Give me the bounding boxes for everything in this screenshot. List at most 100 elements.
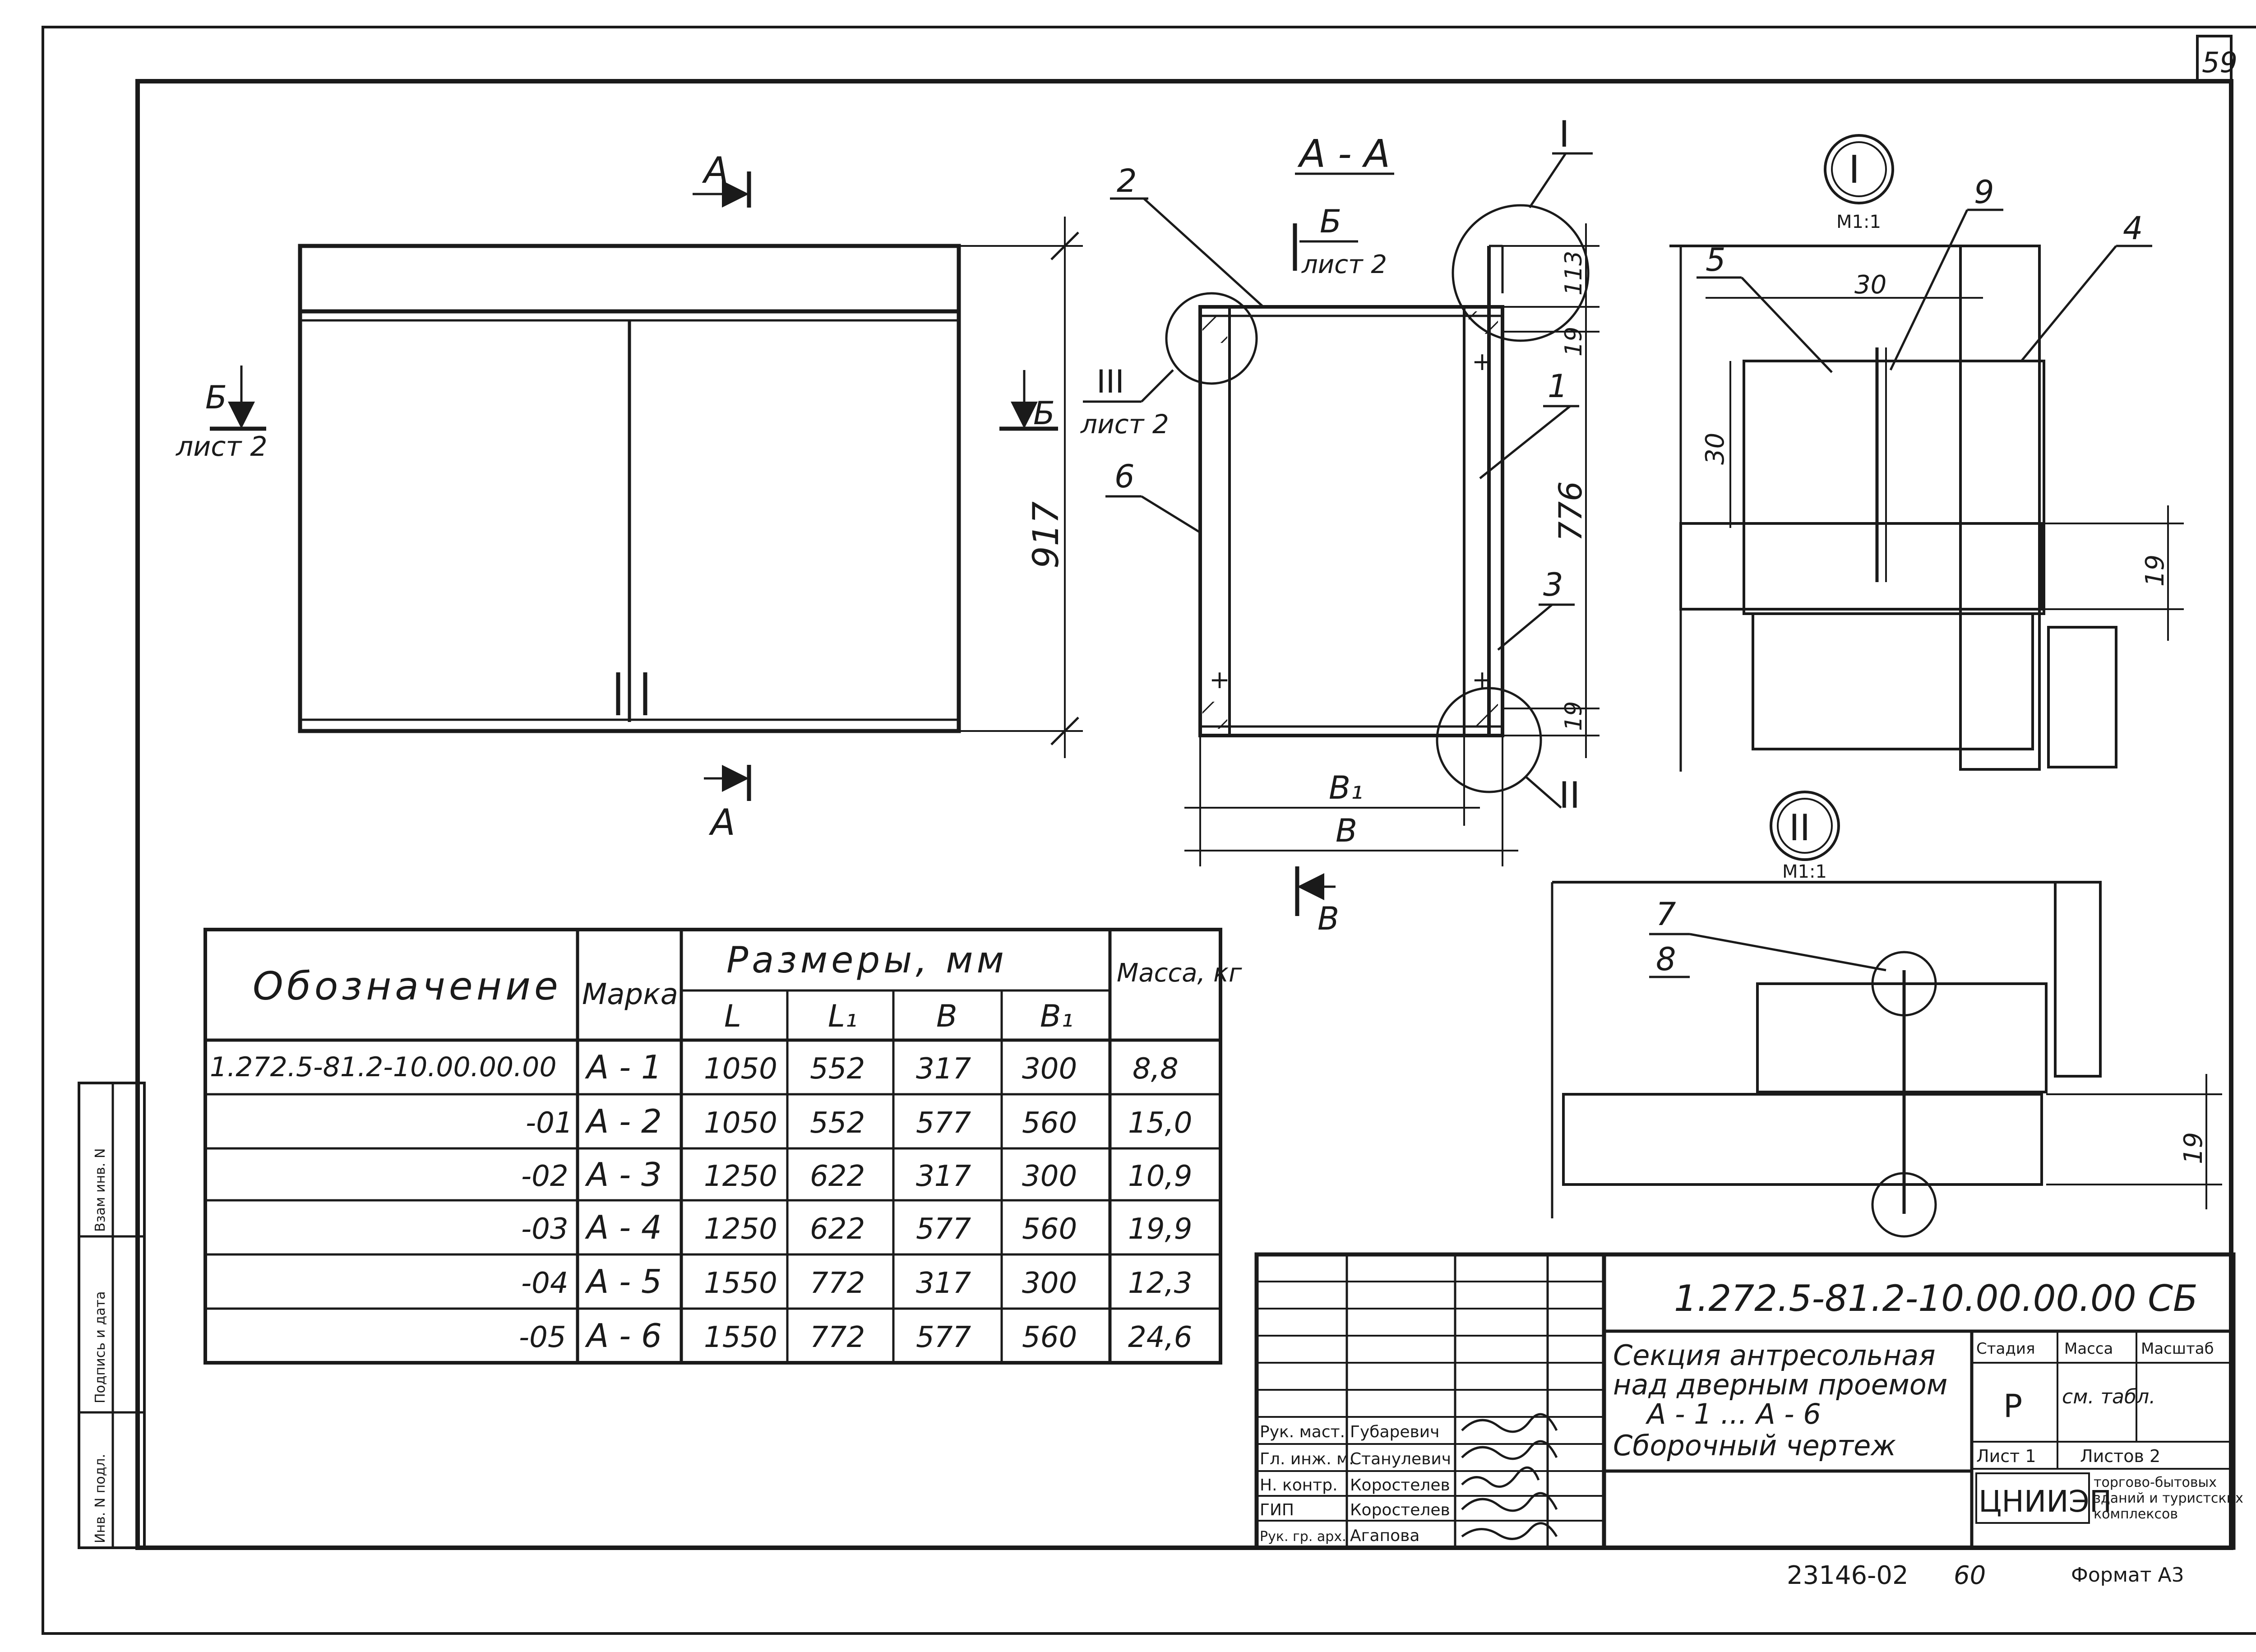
footer-page: 60 [1954,1561,1986,1590]
row-mass: 19,9 [1128,1212,1193,1246]
detail-ii-item-7: 7 [1656,896,1676,933]
footer-format: Формат А3 [2071,1564,2184,1587]
row-designation: -02 [521,1160,569,1193]
table-row: -02 А - 3 1250 622 317 300 10,9 [521,1156,1193,1194]
spec-table: Обозначение Марка Размеры, мм Масса, кг … [203,928,1242,1365]
detail-i-dim-30-v: 30 [1701,433,1730,465]
row-l1: 772 [810,1321,865,1354]
section-dim-113: 113 [1560,251,1587,296]
title-mass-label: Масса [2064,1340,2113,1358]
title-scale-label: Масштаб [2141,1340,2214,1358]
front-section-a-bottom: А [708,801,735,843]
section-roman-i: I [1559,113,1570,155]
row-l: 1050 [704,1052,777,1086]
row-mark: А - 3 [585,1156,662,1194]
title-stage: Р [2003,1388,2022,1425]
detail-ii-scale: М1:1 [1782,861,1827,882]
role-name: Агапова [1350,1527,1419,1545]
row-mass: 8,8 [1133,1052,1179,1086]
section-callout-b-bottom: В [1318,900,1339,937]
row-b: 317 [916,1052,971,1086]
row-designation: 1.272.5-81.2-10.00.00.00 [210,1051,557,1083]
row-l: 1550 [704,1267,777,1300]
side-stamp-inv-label: Инв. N подл. [92,1454,108,1543]
row-l1: 772 [810,1267,865,1300]
title-line-4: Сборочный чертеж [1613,1429,1896,1462]
table-header-sizes: Размеры, мм [726,939,1008,981]
detail-i-item-4: 4 [2123,210,2143,247]
role-name: Коростелев [1350,1476,1450,1495]
role-label: Гл. инж. м. [1260,1450,1354,1468]
row-b1: 300 [1022,1160,1077,1193]
footer-number: 23146-02 [1787,1561,1909,1590]
row-b: 577 [916,1321,971,1354]
table-header-designation: Обозначение [253,964,562,1009]
row-designation: -04 [521,1267,569,1300]
front-height-dim: 917 [1026,501,1067,569]
detail-i-scale: М1:1 [1836,212,1881,232]
detail-ii: II М1:1 19 7 8 [1551,791,2222,1238]
title-line-3: А - 1 ... А - 6 [1645,1397,1821,1430]
role-label: Рук. гр. арх. [1260,1529,1346,1545]
row-b1: 300 [1022,1267,1077,1300]
detail-i-item-9: 9 [1974,174,1994,211]
detail-i: I М1:1 30 30 19 5 9 4 [1669,134,2184,772]
section-callout-iii-sheet: лист 2 [1080,409,1169,440]
row-mark: А - 2 [585,1102,662,1140]
row-mass: 24,6 [1128,1321,1193,1354]
detail-i-dim-30-h: 30 [1854,270,1886,300]
title-block: 1.272.5-81.2-10.00.00.00 СБ Секция антре… [1254,1252,2243,1550]
row-b: 577 [916,1212,971,1246]
row-mass: 10,9 [1128,1160,1193,1193]
section-plus-3: + [1209,665,1230,694]
detail-i-item-5: 5 [1706,241,1726,278]
detail-ii-title: II [1789,807,1810,849]
page-number: 59 [2202,46,2238,79]
detail-i-title: I [1849,148,1860,192]
table-header-l1: L₁ [828,999,857,1034]
role-name: Губаревич [1350,1423,1439,1441]
front-section-b-right: Б [1033,395,1055,432]
side-stamp: Инв. N подл. Подпись и дата Взам инв. N [78,1082,146,1549]
row-mark: А - 1 [585,1048,662,1086]
section-item-6: 6 [1114,458,1135,495]
section-roman-ii: II [1559,774,1580,816]
row-l1: 552 [810,1106,865,1140]
table-row: -04 А - 5 1550 772 317 300 12,3 [521,1263,1193,1300]
front-view: 917 А А Б лист 2 Б [176,149,1083,843]
row-l: 1050 [704,1106,777,1140]
row-l1: 622 [810,1160,865,1193]
row-b1: 560 [1022,1321,1077,1354]
section-item-1: 1 [1548,368,1568,405]
role-label: Рук. маст. [1260,1423,1345,1441]
title-line-2: над дверным проемом [1613,1368,1947,1401]
title-code: 1.272.5-81.2-10.00.00.00 СБ [1674,1277,2198,1319]
title-sheet: Лист 1 [1976,1446,2036,1466]
row-l1: 552 [810,1052,865,1086]
row-l1: 622 [810,1212,865,1246]
row-designation: -05 [519,1321,566,1354]
detail-i-dim-19: 19 [2140,555,2170,587]
row-b: 577 [916,1106,971,1140]
title-org-line-1: торгово-бытовых [2094,1475,2217,1490]
sheet-frame: 59 [42,26,2256,1635]
role-label: ГИП [1260,1501,1294,1519]
section-dim-b: В [1336,812,1357,849]
row-mass: 12,3 [1128,1267,1193,1300]
detail-ii-dim-19: 19 [2179,1132,2208,1164]
section-item-3: 3 [1543,566,1563,603]
row-mark: А - 4 [585,1208,662,1246]
side-stamp-replace-label: Взам инв. N [92,1148,108,1232]
row-designation: -03 [521,1212,569,1246]
title-mass: см. табл. [2062,1385,2155,1408]
title-org-line-2: зданий и туристских [2094,1490,2243,1506]
row-mark: А - 6 [585,1317,662,1355]
section-plus-1: + [1472,347,1493,376]
section-roman-iii: III [1096,363,1124,400]
section-dim-19-bottom: 19 [1560,701,1587,731]
side-stamp-sign-label: Подпись и дата [92,1291,108,1404]
role-label: Н. контр. [1260,1476,1338,1495]
table-row: 1.272.5-81.2-10.00.00.00 А - 1 1050 552 … [210,1048,1179,1086]
row-designation: -01 [526,1106,573,1140]
